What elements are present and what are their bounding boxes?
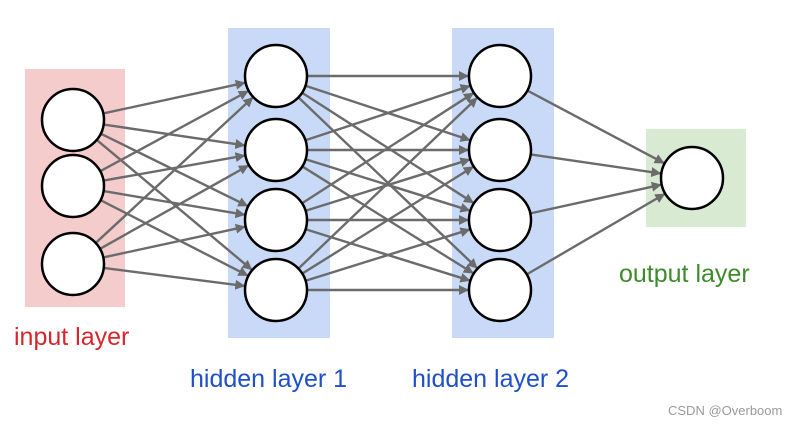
connection-arrow: [94, 96, 254, 244]
hidden2-neuron-3: [467, 187, 533, 253]
connection-arrow: [99, 90, 249, 173]
connection-arrow: [103, 223, 246, 259]
hidden2-neuron-2: [467, 117, 533, 183]
hidden2-neuron-4: [467, 257, 533, 323]
hidden1-neuron-2: [243, 117, 309, 183]
input-neuron-3: [40, 231, 106, 297]
hidden-layer-1-label: hidden layer 1: [190, 365, 347, 393]
connection-arrow: [526, 89, 665, 165]
connection-arrow: [103, 79, 246, 115]
connection-arrow: [103, 152, 246, 182]
input-neuron-1: [40, 87, 106, 153]
connection-arrow: [103, 266, 246, 290]
connection-arrow: [305, 157, 471, 212]
watermark: CSDN @Overboom: [668, 403, 782, 418]
hidden1-neuron-3: [243, 187, 309, 253]
connection-arrow: [305, 84, 471, 142]
connection-arrow: [526, 193, 666, 276]
hidden1-neuron-1: [243, 43, 309, 109]
output-layer-label: output layer: [619, 260, 750, 288]
input-neuron-2: [40, 153, 106, 219]
connection-arrow: [99, 164, 249, 250]
connection-arrow: [95, 138, 253, 271]
hidden1-neuron-4: [243, 257, 309, 323]
connection-arrow: [301, 165, 474, 275]
connection-arrow: [103, 123, 246, 149]
hidden2-neuron-1: [467, 43, 533, 109]
connection-arrow: [297, 97, 478, 270]
connection-arrow: [103, 189, 246, 219]
output-neuron-1: [659, 145, 725, 211]
connection-arrow: [301, 92, 474, 205]
input-layer-label: input layer: [14, 323, 129, 351]
connection-arrow: [530, 153, 662, 178]
connection-arrow: [530, 181, 662, 215]
connection-arrow: [305, 227, 471, 282]
connection-arrow: [100, 199, 249, 277]
hidden-layer-2-label: hidden layer 2: [412, 365, 569, 393]
